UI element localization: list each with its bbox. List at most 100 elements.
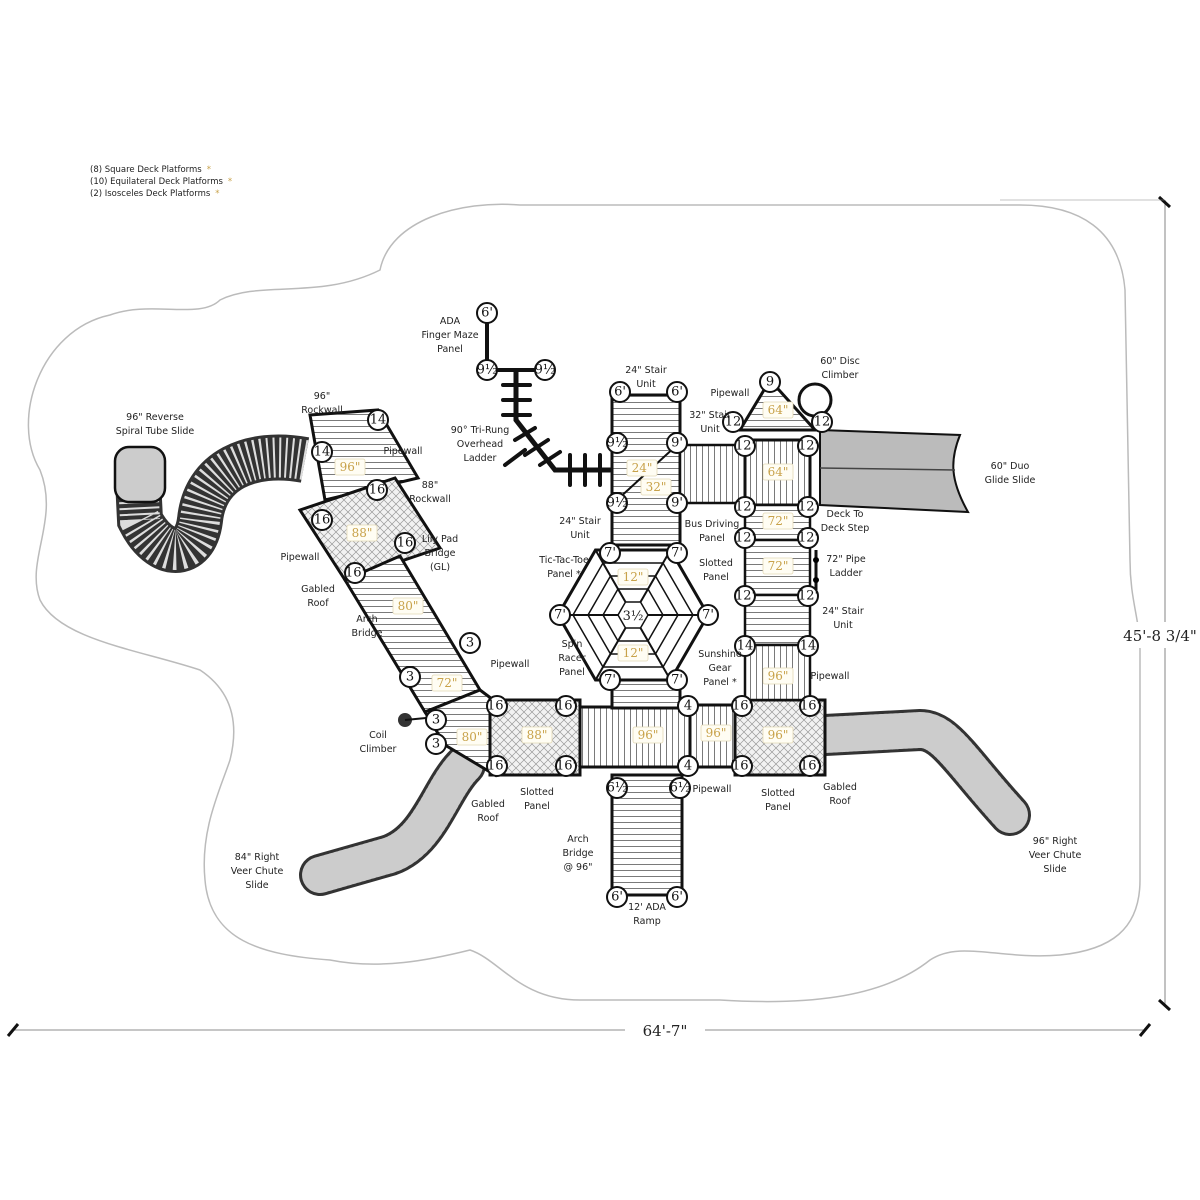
legend-equilateral: (10) Equilateral Deck Platforms* bbox=[90, 177, 232, 187]
post: 7' bbox=[666, 542, 688, 564]
deck-size-labels: 96"88"80"72"80"88"96"96"96"24"32"12"12"6… bbox=[334, 401, 794, 746]
svg-text:16': 16' bbox=[487, 699, 507, 714]
label-pipewall-d: Pipewall bbox=[711, 388, 750, 399]
hex-spoke bbox=[594, 627, 627, 681]
post: 6' bbox=[666, 886, 688, 908]
svg-text:80": 80" bbox=[462, 730, 483, 744]
post: 3 bbox=[399, 666, 421, 688]
svg-text:16': 16' bbox=[487, 759, 507, 774]
legend-marker: * bbox=[215, 189, 219, 199]
hex-spoke bbox=[639, 549, 672, 603]
svg-text:16: 16 bbox=[397, 536, 414, 551]
post: 14 bbox=[734, 635, 756, 657]
legend-square: (8) Square Deck Platforms* bbox=[90, 165, 211, 175]
svg-text:3: 3 bbox=[406, 670, 414, 685]
label-pipewall-b: Pipewall bbox=[281, 552, 320, 563]
disc-climber[interactable] bbox=[797, 382, 833, 418]
coil-climber[interactable] bbox=[398, 713, 427, 727]
hex-spoke bbox=[594, 549, 627, 603]
label-rockwall-96: 96"Rockwall bbox=[301, 391, 343, 416]
post: 16' bbox=[731, 695, 753, 717]
deck-size-label: 96" bbox=[632, 726, 664, 744]
stair-24-right[interactable] bbox=[743, 593, 812, 647]
post: 16' bbox=[555, 755, 577, 777]
dimension-depth: 45'-8 3/4" bbox=[1000, 195, 1200, 1012]
svg-text:64": 64" bbox=[768, 465, 789, 479]
overhead-ladder[interactable] bbox=[485, 311, 613, 487]
post: 12 bbox=[811, 411, 833, 433]
dimension-width: 64'-7" bbox=[6, 1020, 1152, 1040]
deck-size-label: 96" bbox=[762, 667, 794, 685]
svg-text:3: 3 bbox=[466, 636, 474, 651]
svg-text:12: 12 bbox=[725, 415, 742, 430]
post: 9' bbox=[666, 492, 688, 514]
stair-32[interactable] bbox=[678, 443, 747, 505]
post: 14 bbox=[311, 441, 333, 463]
deck-size-label: 80" bbox=[456, 728, 488, 746]
post: 7' bbox=[549, 604, 571, 626]
svg-text:14: 14 bbox=[370, 413, 387, 428]
svg-text:16: 16 bbox=[369, 483, 386, 498]
svg-text:9': 9' bbox=[671, 496, 683, 511]
post: 14 bbox=[367, 409, 389, 431]
deck-size-label: 72" bbox=[762, 512, 794, 530]
svg-text:3: 3 bbox=[432, 737, 440, 752]
label-pipewall-c: Pipewall bbox=[491, 659, 530, 670]
post: 9' bbox=[666, 432, 688, 454]
svg-text:7': 7' bbox=[671, 673, 683, 688]
pipe-ladder[interactable] bbox=[813, 550, 819, 590]
deck-size-label: 12" bbox=[617, 568, 649, 586]
veer-chute-slide-96[interactable] bbox=[804, 708, 1031, 836]
svg-text:16: 16 bbox=[314, 513, 331, 528]
post: 6' bbox=[476, 302, 498, 324]
svg-text:16': 16' bbox=[800, 759, 820, 774]
post: 6' bbox=[666, 381, 688, 403]
svg-text:4: 4 bbox=[684, 759, 692, 774]
spiral-tube-slide[interactable] bbox=[113, 434, 310, 573]
post: 16' bbox=[486, 695, 508, 717]
deck-size-label: 72" bbox=[431, 674, 463, 692]
post: 4 bbox=[677, 695, 699, 717]
veer-chute-slide-84[interactable] bbox=[299, 744, 486, 896]
svg-text:14: 14 bbox=[737, 639, 754, 654]
svg-text:3: 3 bbox=[432, 713, 440, 728]
svg-text:64": 64" bbox=[768, 403, 789, 417]
post: 12' bbox=[734, 585, 756, 607]
post: 12' bbox=[734, 435, 756, 457]
label-rockwall-88: 88"Rockwall bbox=[409, 480, 451, 505]
deck-size-label: 12" bbox=[617, 644, 649, 662]
svg-text:24": 24" bbox=[632, 461, 653, 475]
deck-size-label: 96" bbox=[762, 726, 794, 744]
post: 3 bbox=[425, 733, 447, 755]
post: 12' bbox=[797, 585, 819, 607]
deck-size-label: 24" bbox=[626, 459, 658, 477]
svg-text:6': 6' bbox=[671, 385, 683, 400]
post: 12' bbox=[797, 435, 819, 457]
label-pipewall-e: Pipewall bbox=[811, 671, 850, 682]
svg-text:12': 12' bbox=[735, 439, 755, 454]
post: 9½ bbox=[606, 432, 628, 454]
post: 12' bbox=[734, 527, 756, 549]
duo-glide-slide[interactable] bbox=[819, 428, 970, 514]
post: 7' bbox=[697, 604, 719, 626]
svg-text:7': 7' bbox=[671, 546, 683, 561]
legend-marker: * bbox=[228, 177, 232, 187]
deck-size-label: 88" bbox=[346, 524, 378, 542]
svg-text:9½: 9½ bbox=[607, 436, 628, 451]
label-pipewall-a: Pipewall bbox=[384, 446, 423, 457]
svg-text:9½: 9½ bbox=[535, 363, 556, 378]
deck-rockwall-96[interactable] bbox=[308, 408, 421, 502]
label-pipewall-f: Pipewall bbox=[693, 784, 732, 795]
ada-ramp[interactable] bbox=[610, 773, 684, 897]
